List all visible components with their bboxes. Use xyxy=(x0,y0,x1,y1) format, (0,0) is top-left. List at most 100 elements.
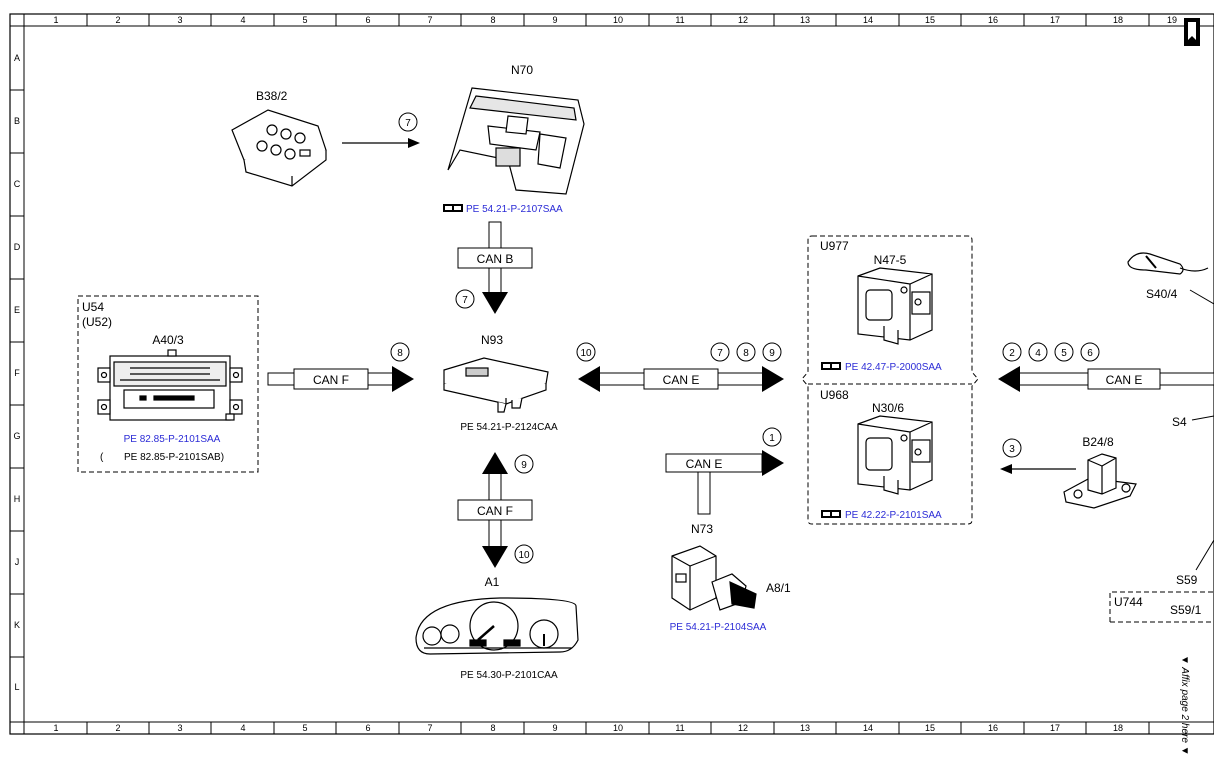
u744-group-label: U744 xyxy=(1114,595,1143,609)
n93-label: N93 xyxy=(481,333,503,347)
n47-5-ref-link[interactable]: PE 42.47-P-2000SAA xyxy=(845,362,942,373)
n73-label: N73 xyxy=(691,522,713,536)
signal-10-canf: 10 xyxy=(518,550,530,561)
n47-5-book-icon xyxy=(821,362,841,370)
u968-group-label: U968 xyxy=(820,388,849,402)
col-8-bottom: 8 xyxy=(490,723,495,733)
n30-6-ref-link[interactable]: PE 42.22-P-2101SAA xyxy=(845,510,942,521)
s59-1-label: S59/1 xyxy=(1170,603,1202,617)
col-11: 11 xyxy=(675,15,684,25)
col-14: 14 xyxy=(863,15,873,25)
can-e-n73-bus xyxy=(665,450,784,515)
column-labels-bottom: 1 2 3 4 5 6 7 8 9 10 11 12 13 14 15 16 1… xyxy=(53,723,1123,733)
s59-label: S59 xyxy=(1176,573,1198,587)
n70-book-icon xyxy=(443,204,463,212)
signal-6-cane: 6 xyxy=(1087,348,1093,359)
b24-8-label: B24/8 xyxy=(1082,435,1114,449)
s4-label: S4 xyxy=(1172,415,1187,429)
signal-circle xyxy=(1080,342,1100,362)
a40-3-display-unit-icon xyxy=(97,349,243,421)
row-g: G xyxy=(13,431,20,441)
can-f-bottom-bus xyxy=(457,452,533,568)
n93-ref: PE 54.21-P-2124CAA xyxy=(460,422,558,433)
b38-2-label: B38/2 xyxy=(256,89,288,103)
col-17: 17 xyxy=(1050,15,1060,25)
row-a: A xyxy=(14,53,20,63)
can-e-mid-label: CAN E xyxy=(663,373,700,387)
col-1-bottom: 1 xyxy=(53,723,58,733)
can-b-label: CAN B xyxy=(477,252,514,266)
col-12-bottom: 12 xyxy=(738,723,748,733)
col-18: 18 xyxy=(1113,15,1123,25)
row-b: B xyxy=(14,116,20,126)
n70-ref-link[interactable]: PE 54.21-P-2107SAA xyxy=(466,204,563,215)
row-h: H xyxy=(14,494,21,504)
col-16: 16 xyxy=(988,15,998,25)
col-7-bottom: 7 xyxy=(427,723,432,733)
signal-circle xyxy=(1028,342,1048,362)
signal-circle xyxy=(736,342,756,362)
signal-7-cane: 7 xyxy=(717,348,723,359)
col-2: 2 xyxy=(115,15,120,25)
a1-instrument-cluster-icon xyxy=(415,597,579,655)
esp-group-outline xyxy=(801,235,979,525)
can-b-bus xyxy=(457,221,533,314)
col-14-bottom: 14 xyxy=(863,723,873,733)
signal-circle xyxy=(762,427,782,447)
col-18-bottom: 18 xyxy=(1113,723,1123,733)
signal-circle xyxy=(1002,342,1022,362)
u54-group-label: U54 xyxy=(82,300,104,314)
b24-arrowhead xyxy=(1000,464,1012,474)
s40-4-line xyxy=(1189,289,1214,305)
s40-4-switch-icon xyxy=(1127,252,1209,275)
row-d: D xyxy=(14,242,21,252)
col-13-bottom: 13 xyxy=(800,723,810,733)
a40-3-ref-link[interactable]: PE 82.85-P-2101SAA xyxy=(124,434,221,445)
col-16-bottom: 16 xyxy=(988,723,998,733)
u54-group-box xyxy=(77,295,259,473)
a40-3-ref2: PE 82.85-P-2101SAB) xyxy=(124,452,224,463)
n73-ref-link[interactable]: PE 54.21-P-2104SAA xyxy=(670,622,767,633)
col-12: 12 xyxy=(738,15,748,25)
signal-8-canf: 8 xyxy=(397,348,403,359)
col-6: 6 xyxy=(365,15,370,25)
signal-4-cane: 4 xyxy=(1035,348,1041,359)
signal-3-b24: 3 xyxy=(1009,444,1015,455)
can-f-left-label: CAN F xyxy=(313,373,349,387)
n47-5-esp-unit-icon xyxy=(857,267,933,345)
row-labels: A B C D E F G H J K L xyxy=(13,53,20,692)
col-2-bottom: 2 xyxy=(115,723,120,733)
can-e-right-label: CAN E xyxy=(1106,373,1143,387)
s59-line xyxy=(1195,539,1214,571)
col-17-bottom: 17 xyxy=(1050,723,1060,733)
n70-label: N70 xyxy=(511,63,533,77)
row-l: L xyxy=(14,682,19,692)
signal-5-cane: 5 xyxy=(1061,348,1067,359)
signal-2-cane: 2 xyxy=(1009,348,1015,359)
s40-4-label: S40/4 xyxy=(1146,287,1178,301)
signal-7-canb: 7 xyxy=(462,295,468,306)
col-3: 3 xyxy=(177,15,182,25)
n30-6-label: N30/6 xyxy=(872,401,904,415)
s4-line xyxy=(1191,415,1214,421)
n93-module-icon xyxy=(443,357,549,413)
page-tab-icon xyxy=(1184,18,1200,46)
n30-6-esp-unit-icon xyxy=(857,415,933,495)
col-19: 19 xyxy=(1167,15,1177,25)
b38-n70-arrowhead xyxy=(408,138,420,148)
n73-ignition-switch-icon xyxy=(671,545,757,611)
signal-9-canf: 9 xyxy=(521,460,527,471)
signal-circle xyxy=(1054,342,1074,362)
can-e-n73-label: CAN E xyxy=(686,457,723,471)
col-6-bottom: 6 xyxy=(365,723,370,733)
signal-7-b38: 7 xyxy=(405,118,411,129)
signal-circle xyxy=(710,342,730,362)
row-c: C xyxy=(14,179,21,189)
row-e: E xyxy=(14,305,20,315)
a40-3-label: A40/3 xyxy=(152,333,184,347)
b38-2-sensor-icon xyxy=(231,109,327,187)
signal-10-cane: 10 xyxy=(580,348,592,359)
row-f: F xyxy=(14,368,20,378)
b24-8-sensor-icon xyxy=(1063,453,1137,509)
col-4-bottom: 4 xyxy=(240,723,245,733)
